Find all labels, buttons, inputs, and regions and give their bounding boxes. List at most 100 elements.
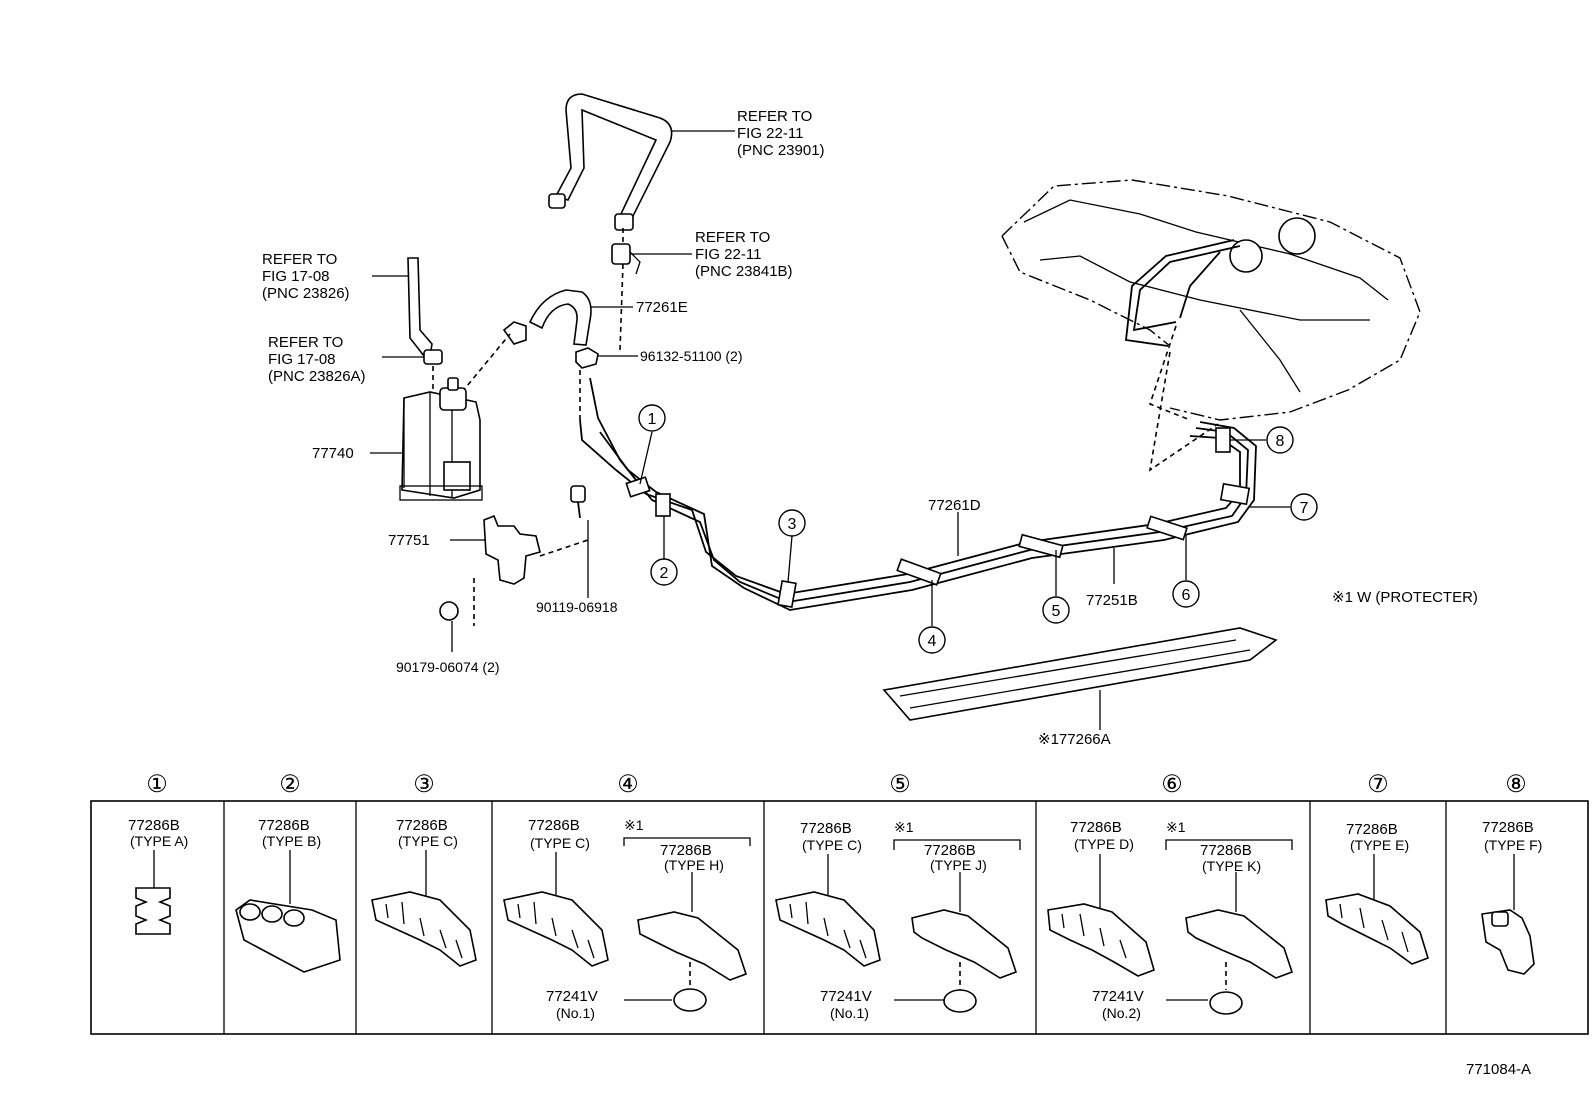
header-3: ③ — [413, 771, 435, 798]
ref-line1: REFER TO — [695, 229, 770, 246]
label-90179: 90179-06074 (2) — [396, 659, 500, 675]
label-77251b-group: 77251B — [1086, 548, 1138, 609]
header-2: ② — [279, 771, 301, 798]
refer-fig22-11-pnc23841b: REFER TO FIG 22-11 (PNC 23841B) — [695, 229, 793, 280]
callout-6: 6 — [1172, 534, 1200, 608]
cell-6-note: ※1 — [1166, 819, 1186, 835]
fuel-tank — [1001, 179, 1421, 472]
callout-1: 1 — [638, 404, 666, 485]
cell-1-type: (TYPE A) — [130, 833, 188, 849]
protecter-note: ※1 W (PROTECTER) — [1332, 589, 1478, 606]
ref-line1: REFER TO — [262, 251, 337, 268]
cell-4: 77286B (TYPE C) ※1 77286B (TYPE H) 77241… — [503, 817, 751, 1021]
figure-id: 771084-A — [1466, 1061, 1531, 1078]
cell-8-type: (TYPE F) — [1484, 837, 1542, 853]
callout-8: 8 — [1230, 426, 1294, 454]
cell-7-part: 77286B — [1346, 821, 1398, 838]
cell-6-part2: 77286B — [1200, 842, 1252, 859]
callout-3: 3 — [778, 509, 806, 583]
ref-line2: FIG 17-08 — [268, 351, 336, 368]
label-90119: 90119-06918 — [536, 599, 618, 615]
ref-line2: FIG 22-11 — [737, 125, 803, 142]
header-8: ⑧ — [1505, 771, 1527, 798]
cell-5-part2: 77286B — [924, 842, 976, 859]
label-77261d-group: 77261D — [928, 497, 981, 556]
label-77261d: 77261D — [928, 497, 981, 514]
charcoal-canister-77740: 77740 — [312, 377, 483, 501]
cell-4-note: ※1 — [624, 817, 644, 833]
callout-4-text: 4 — [928, 633, 937, 650]
clamp-23826a — [382, 349, 443, 392]
ref-line2: FIG 22-11 — [695, 246, 761, 263]
label-77740: 77740 — [312, 445, 354, 462]
callout-3-text: 3 — [788, 516, 797, 533]
filler-hose — [548, 93, 735, 231]
callout-7: 7 — [1248, 493, 1318, 521]
line-clamps — [625, 427, 1251, 608]
header-1: ① — [146, 771, 168, 798]
header-6: ⑥ — [1161, 771, 1183, 798]
ref-line3: (PNC 23826A) — [268, 368, 366, 385]
ref-line3: (PNC 23841B) — [695, 263, 793, 280]
header-7: ⑦ — [1367, 771, 1389, 798]
label-177266a: ※177266A — [1038, 731, 1111, 748]
cell-8: 77286B (TYPE F) — [1481, 819, 1542, 975]
callout-6-text: 6 — [1182, 587, 1191, 604]
callout-2: 2 — [650, 516, 678, 586]
cell-4-part2: 77286B — [660, 842, 712, 859]
cell-6-part: 77286B — [1070, 819, 1122, 836]
cell-3-part: 77286B — [396, 817, 448, 834]
cell-4-type: (TYPE C) — [530, 835, 590, 851]
clamp-96132: 96132-51100 (2) — [575, 347, 742, 420]
callout-1-text: 1 — [648, 411, 657, 428]
protector-177266a: ※177266A — [882, 627, 1278, 748]
callout-2-text: 2 — [660, 565, 669, 582]
cell-5: 77286B (TYPE C) ※1 77286B (TYPE J) 77241… — [775, 819, 1021, 1021]
bolt-90119: 90119-06918 — [536, 485, 618, 615]
cell-5-type2: (TYPE J) — [930, 857, 987, 873]
cell-6-grommet-no: (No.2) — [1102, 1005, 1141, 1021]
refer-fig22-11-pnc23901: REFER TO FIG 22-11 (PNC 23901) — [737, 108, 825, 159]
callout-5-text: 5 — [1052, 603, 1061, 620]
nut-90179: 90179-06074 (2) — [396, 601, 500, 675]
callout-4: 4 — [918, 580, 946, 654]
cell-5-note: ※1 — [894, 819, 914, 835]
cell-4-type2: (TYPE H) — [664, 857, 724, 873]
ref-line2: FIG 17-08 — [262, 268, 330, 285]
refer-fig17-08-pnc23826: REFER TO FIG 17-08 (PNC 23826) — [262, 251, 350, 302]
vent-hose-23826 — [372, 257, 433, 357]
cell-1: 77286B (TYPE A) — [128, 817, 188, 935]
ref-line3: (PNC 23901) — [737, 142, 825, 159]
header-5: ⑤ — [889, 771, 911, 798]
cell-6-type2: (TYPE K) — [1202, 858, 1261, 874]
cell-3: 77286B (TYPE C) — [371, 817, 477, 967]
cell-2-part: 77286B — [258, 817, 310, 834]
hose-77261e: 77261E — [528, 289, 688, 346]
bracket-77751: 77751 — [388, 514, 589, 626]
ref-line1: REFER TO — [737, 108, 812, 125]
cell-6-type: (TYPE D) — [1074, 836, 1134, 852]
label-96132: 96132-51100 (2) — [640, 348, 742, 364]
cell-5-grommet-no: (No.1) — [830, 1005, 869, 1021]
ref-line1: REFER TO — [268, 334, 343, 351]
cell-4-part: 77286B — [528, 817, 580, 834]
hose-clip — [502, 321, 527, 345]
label-77261e: 77261E — [636, 299, 688, 316]
cell-7-type: (TYPE E) — [1350, 837, 1409, 853]
callout-5: 5 — [1042, 550, 1070, 624]
cell-6-grommet: 77241V — [1092, 988, 1144, 1005]
refer-fig17-08-pnc23826a: REFER TO FIG 17-08 (PNC 23826A) — [268, 334, 366, 385]
clamp-table — [90, 800, 1589, 1035]
cell-1-part: 77286B — [128, 817, 180, 834]
table-headers: ① ② ③ ④ ⑤ ⑥ ⑦ ⑧ — [146, 771, 1527, 798]
cell-5-type: (TYPE C) — [802, 837, 862, 853]
ref-line3: (PNC 23826) — [262, 285, 350, 302]
cell-2-type: (TYPE B) — [262, 833, 321, 849]
cell-2: 77286B (TYPE B) — [235, 817, 341, 973]
label-77751: 77751 — [388, 532, 430, 549]
hose-clamp-23841b — [611, 228, 692, 351]
label-77251b: 77251B — [1086, 592, 1138, 609]
cell-3-type: (TYPE C) — [398, 833, 458, 849]
cell-4-grommet: 77241V — [546, 988, 598, 1005]
